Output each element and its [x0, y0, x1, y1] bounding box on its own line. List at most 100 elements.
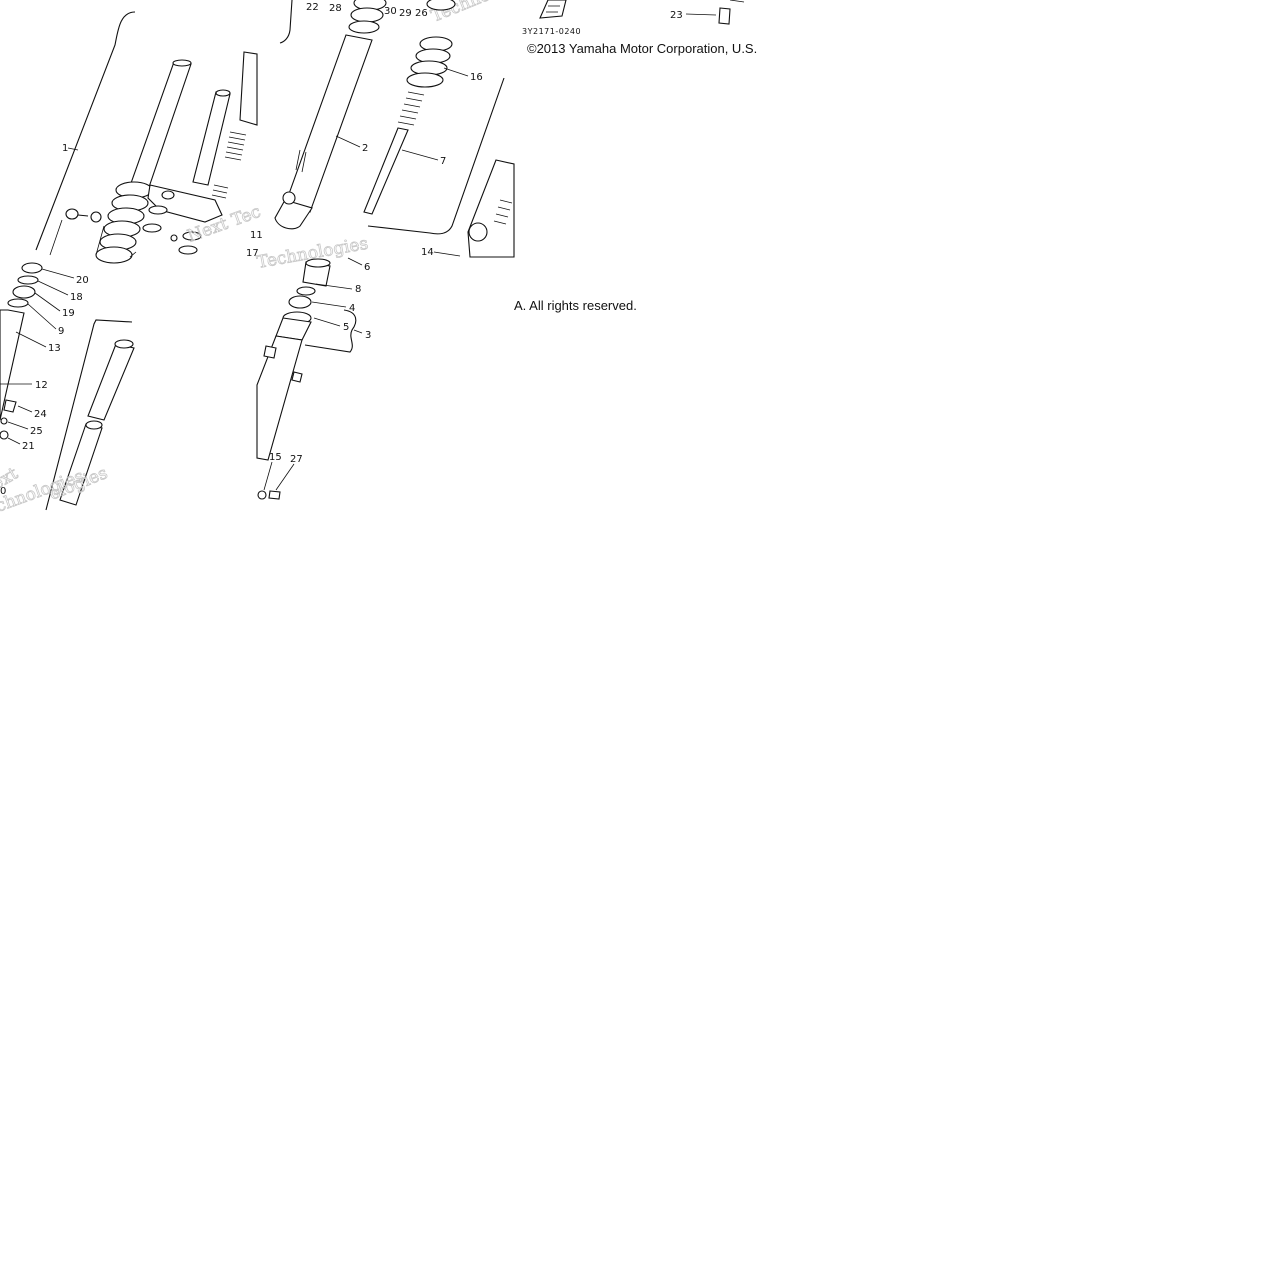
- spring-left: [211, 131, 247, 199]
- washer-25: [0, 417, 8, 425]
- callout-11: 11: [250, 230, 263, 241]
- leader-16: [443, 67, 469, 77]
- leader-1: [67, 147, 79, 151]
- callout-12: 12: [35, 380, 48, 391]
- washer-15: [257, 490, 267, 500]
- leaders-lower: [49, 219, 137, 258]
- washer: [90, 211, 102, 223]
- ring-8: [296, 286, 316, 296]
- seal-4: [288, 295, 312, 309]
- callout-14: 14: [421, 247, 434, 258]
- damper-rod-7: [363, 91, 425, 215]
- callout-18: 18: [70, 292, 83, 303]
- callout-22: 22: [306, 2, 319, 13]
- callout-25: 25: [30, 426, 43, 437]
- fork-boot-left: [95, 181, 153, 264]
- fork-boot-center: [348, 0, 387, 34]
- callout-9: 9: [58, 326, 64, 337]
- callout-21: 21: [22, 441, 35, 452]
- fork-tube-right-lower-top: [85, 420, 103, 430]
- callout-20: 20: [76, 275, 89, 286]
- leader-7: [401, 149, 439, 161]
- leader-4: [311, 301, 347, 308]
- tile-middle-right: A. All rights reserved.: [514, 298, 637, 313]
- callout-4: 4: [349, 303, 355, 314]
- seal-19: [12, 285, 36, 299]
- leader-6: [347, 257, 363, 266]
- callout-7: 7: [440, 156, 446, 167]
- leader-13: [15, 331, 47, 348]
- seal-ring-c: [182, 231, 202, 241]
- gasket-21: [0, 430, 9, 440]
- tile-middle-left: 20 18 19 9 13 12 24 25 21 ext chnologies…: [0, 262, 135, 517]
- outer-tube-left: [129, 61, 192, 191]
- tile-top-left: 1: [35, 11, 264, 264]
- leader-23: [685, 13, 717, 16]
- inner-tube-left-top: [215, 89, 231, 97]
- seal-ring-a: [148, 205, 168, 215]
- axle-hole-right: [468, 222, 488, 242]
- seal-ring-b: [142, 223, 162, 233]
- guard-part: [539, 0, 567, 19]
- callout-13: 13: [48, 343, 61, 354]
- outer-tube-5-body: [256, 335, 303, 461]
- clamp-lug: [263, 345, 277, 359]
- leader-18: [37, 280, 69, 296]
- leader-21: [7, 437, 21, 445]
- leader-3: [353, 329, 363, 334]
- leader-27: [275, 463, 295, 491]
- bolt-head: [65, 208, 79, 220]
- bolt-shaft: [77, 214, 89, 217]
- callout-16: 16: [470, 72, 483, 83]
- drain-lug: [291, 371, 303, 383]
- tile-center: Technologies 6 8 4 5 3 15 27: [255, 233, 371, 500]
- callout-1: 1: [62, 143, 68, 154]
- callout-10: 0: [0, 486, 6, 497]
- leader-20: [41, 268, 75, 279]
- seal-ring-d: [178, 245, 198, 255]
- drawing-ref: 3Y2171-0240: [522, 27, 581, 36]
- fork-tube-right-top: [114, 339, 134, 349]
- leg-slot: [295, 149, 307, 173]
- callout-19: 19: [62, 308, 75, 319]
- callout-2: 2: [362, 143, 368, 154]
- washer-20: [21, 262, 43, 274]
- fork-leg-bottom: [274, 199, 313, 230]
- callout-24: 24: [34, 409, 47, 420]
- tile-top-middle: 22 28 2 30 29 26 Techno 16: [274, 0, 515, 258]
- callout-5: 5: [343, 322, 349, 333]
- leader-19: [34, 292, 61, 312]
- small-nut: [170, 234, 178, 242]
- leader-25: [7, 421, 29, 430]
- callout-17: 17: [246, 248, 259, 259]
- leader-8: [315, 283, 353, 290]
- callout-3: 3: [365, 330, 371, 341]
- inner-tube-13: [0, 309, 25, 421]
- bolt-27: [268, 490, 281, 500]
- tile-top-right: 3Y2171-0240 23 ©2013 Yamaha Motor Corpor…: [522, 0, 757, 56]
- top-line: [729, 0, 745, 3]
- leader-9: [27, 303, 57, 330]
- callout-28: 28: [329, 3, 342, 14]
- callout-8: 8: [355, 284, 361, 295]
- fork-bracket: [147, 184, 223, 223]
- bracket-14: [367, 77, 505, 235]
- leader-14: [433, 251, 461, 257]
- bracket-top: [279, 0, 293, 44]
- bracket-hole: [161, 190, 175, 200]
- copyright-line-1: ©2013 Yamaha Motor Corporation, U.S.: [527, 41, 757, 56]
- bracket-3: [304, 309, 357, 353]
- clip-9: [7, 298, 29, 308]
- leader-24: [17, 405, 33, 413]
- leader-5: [313, 317, 341, 327]
- callout-15: 15: [269, 452, 282, 463]
- outer-tube-right: [467, 159, 515, 258]
- guard-detail: [546, 5, 560, 13]
- callout-30: 30: [384, 6, 397, 17]
- edge-tube-top: [239, 51, 258, 126]
- right-spring: [493, 199, 513, 225]
- bracket-right-tube: [45, 319, 133, 511]
- dust-boot-16: [406, 0, 456, 88]
- leader-2: [335, 135, 361, 148]
- ring-18: [17, 275, 39, 285]
